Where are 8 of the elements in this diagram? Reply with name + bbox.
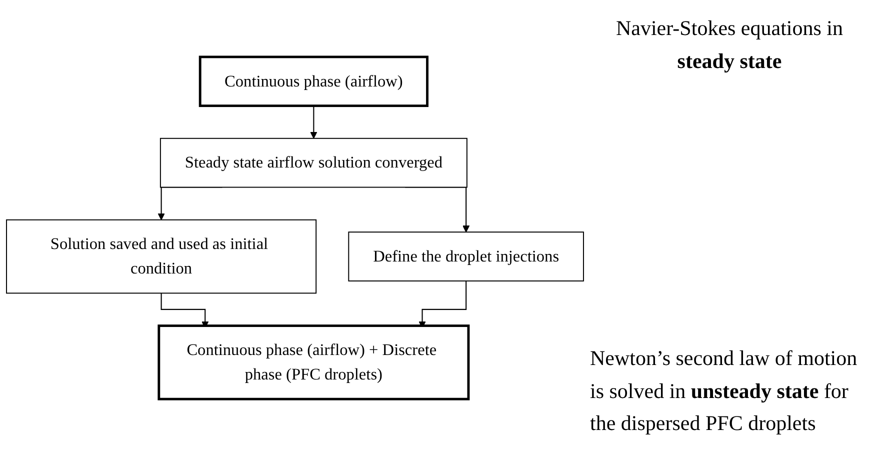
arrow — [310, 105, 318, 139]
annotation-note: Newton’s second law of motion is solved in unsteady state for the dispersed PFC droplets — [590, 345, 858, 438]
node-box: Steady state airflow solution converged — [160, 138, 468, 188]
node-box: Continuous phase (airflow) + Discrete phase (PFC droplets) — [158, 324, 470, 400]
node-box: Define the droplet injections — [348, 232, 584, 282]
node-box: Continuous phase (airflow) — [198, 56, 428, 108]
node-box: Solution saved and used as initial condition — [6, 219, 317, 294]
annotation-note: Navier-Stokes equations in steady state — [614, 15, 844, 75]
